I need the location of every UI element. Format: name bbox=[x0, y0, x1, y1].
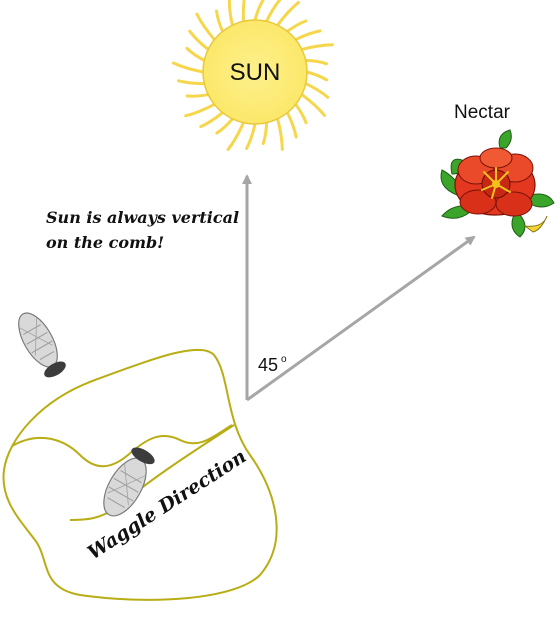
sun-ray bbox=[304, 58, 329, 66]
sun-ray bbox=[195, 12, 216, 42]
sun-ray bbox=[241, 0, 246, 23]
sun-ray bbox=[245, 122, 257, 151]
flower-icon bbox=[440, 129, 555, 238]
bee-icon-comb bbox=[103, 447, 155, 517]
sun-ray bbox=[253, 0, 265, 22]
sun-ray bbox=[215, 9, 225, 33]
sun-ray bbox=[226, 121, 245, 151]
sun-ray bbox=[294, 29, 322, 42]
sun-ray bbox=[227, 0, 234, 27]
sun-ray bbox=[188, 29, 210, 51]
sun-ray bbox=[265, 0, 282, 23]
sun-ray bbox=[300, 93, 327, 117]
sun-ray bbox=[285, 111, 298, 139]
bee-icon bbox=[18, 312, 66, 378]
note-line-2: on the comb! bbox=[46, 233, 164, 252]
sun-ray bbox=[304, 82, 330, 99]
angle-value: 45 bbox=[258, 355, 278, 375]
sun-ray bbox=[276, 117, 284, 151]
sun-ray bbox=[185, 93, 210, 98]
sun-ray bbox=[261, 121, 269, 146]
sun-ray bbox=[305, 70, 329, 82]
sun-ray bbox=[184, 102, 216, 118]
sun-ray bbox=[285, 19, 308, 33]
sun-ray bbox=[300, 43, 334, 51]
sun-ray bbox=[215, 117, 234, 135]
comb-outline bbox=[2, 348, 278, 601]
sun-ray bbox=[185, 46, 206, 62]
sun-ray bbox=[177, 79, 206, 86]
sun-disc bbox=[202, 19, 308, 125]
nectar-direction-arrow bbox=[246, 235, 476, 402]
sun-icon: SUN bbox=[171, 0, 334, 151]
sun-ray bbox=[276, 0, 300, 27]
note-line-1: Sun is always vertical bbox=[46, 208, 239, 227]
sun-rays bbox=[171, 0, 334, 151]
angle-label: 45 o bbox=[258, 354, 287, 375]
sun-ray bbox=[171, 61, 205, 74]
sun-ray bbox=[199, 111, 225, 129]
angle-unit: o bbox=[281, 354, 287, 365]
sun-ray bbox=[294, 102, 308, 125]
sun-label: SUN bbox=[230, 59, 281, 86]
nectar-label: Nectar bbox=[454, 102, 511, 123]
